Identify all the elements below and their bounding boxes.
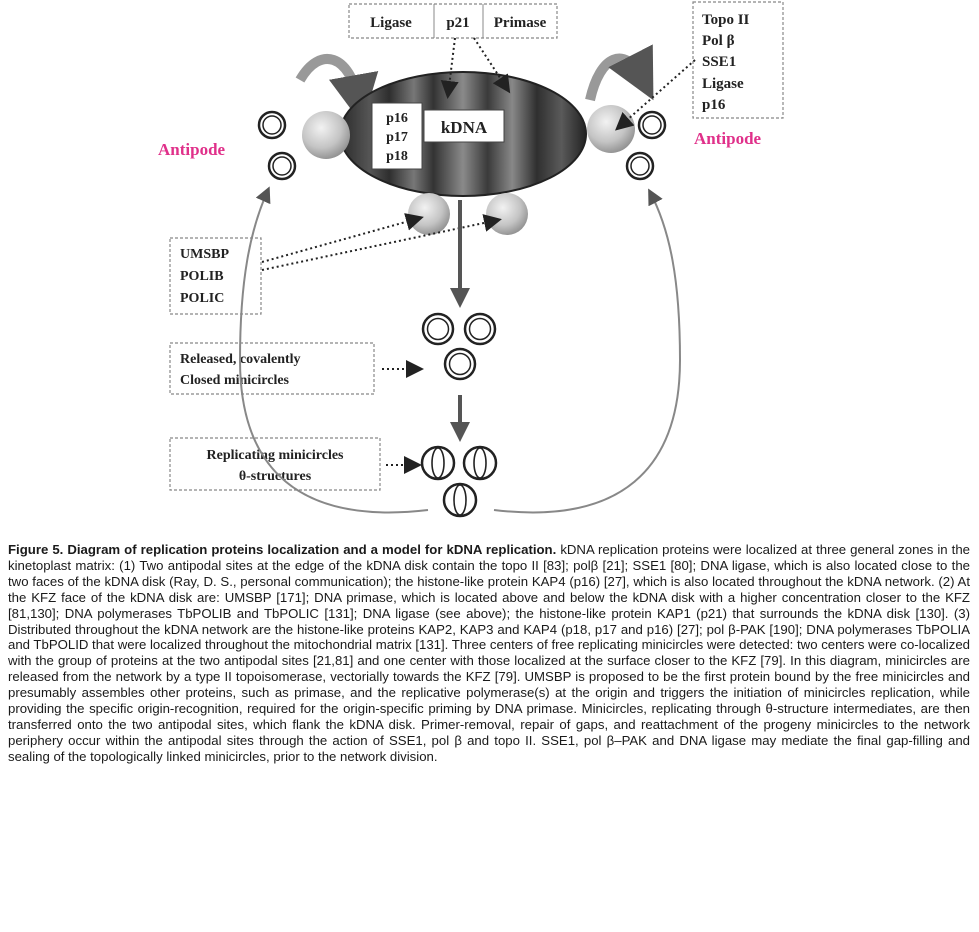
- arrow-left-box-to-sphere2: [261, 214, 502, 271]
- antipode-left-label: Antipode: [158, 140, 226, 159]
- left-box-polic: POLIC: [180, 291, 224, 306]
- disk-protein-p16: p16: [386, 111, 408, 126]
- right-box-sse1: SSE1: [702, 54, 736, 70]
- arrow-primase-to-disk: [473, 37, 511, 94]
- bottom-sphere-right: [486, 193, 528, 235]
- replication-diagram: Ligase p21 Primase kDNA p16 p17 p18 Topo…: [158, 1, 784, 518]
- caption-body: kDNA replication proteins were localized…: [8, 542, 971, 764]
- replicating-box-line1: Replicating minicircles: [207, 448, 345, 463]
- right-protein-box: Topo II Pol β SSE1 Ligase p16: [692, 1, 784, 119]
- top-box-p21: p21: [446, 15, 469, 31]
- kdna-label: kDNA: [441, 118, 488, 137]
- right-antipodal-sphere: [587, 105, 635, 153]
- antipode-right-label: Antipode: [694, 129, 762, 148]
- left-box-polib: POLIB: [180, 269, 224, 284]
- top-box-primase: Primase: [494, 15, 547, 31]
- replicating-box: Replicating minicircles θ-structures: [169, 437, 381, 491]
- top-box-ligase: Ligase: [370, 15, 412, 31]
- replicating-box-line2: θ-structures: [239, 469, 312, 484]
- released-box-line2: Closed minicircles: [180, 373, 290, 388]
- left-return-loop: [238, 186, 429, 514]
- right-box-p16: p16: [702, 97, 726, 113]
- replicating-theta-structures: [420, 445, 498, 518]
- right-box-topo-ii: Topo II: [702, 12, 750, 28]
- left-box-umsbp: UMSBP: [180, 247, 229, 262]
- top-protein-boxes: Ligase p21 Primase: [348, 3, 558, 39]
- arrow-right-box-to-sphere: [615, 59, 696, 131]
- disk-protein-p17: p17: [386, 130, 408, 145]
- arrow-left-box-to-sphere1: [261, 213, 424, 263]
- left-minicircles: [257, 110, 297, 181]
- right-box-ligase: Ligase: [702, 76, 744, 92]
- left-protein-box: UMSBP POLIB POLIC: [169, 237, 262, 315]
- released-minicircles: [421, 312, 497, 381]
- right-box-pol-beta: Pol β: [702, 33, 735, 49]
- right-return-loop: [493, 188, 682, 514]
- disk-protein-p18: p18: [386, 149, 408, 164]
- right-recycle-arrow: [585, 44, 654, 102]
- bottom-sphere-left: [408, 193, 450, 235]
- figure-label: Figure 5.: [8, 542, 64, 557]
- left-recycle-arrow: [295, 54, 379, 125]
- released-box: Released, covalently Closed minicircles: [169, 342, 375, 395]
- figure-title: Diagram of replication proteins localiza…: [67, 542, 557, 557]
- figure-caption: Figure 5. Diagram of replication protein…: [8, 542, 970, 765]
- right-minicircles: [625, 110, 667, 181]
- left-antipodal-sphere: [302, 111, 350, 159]
